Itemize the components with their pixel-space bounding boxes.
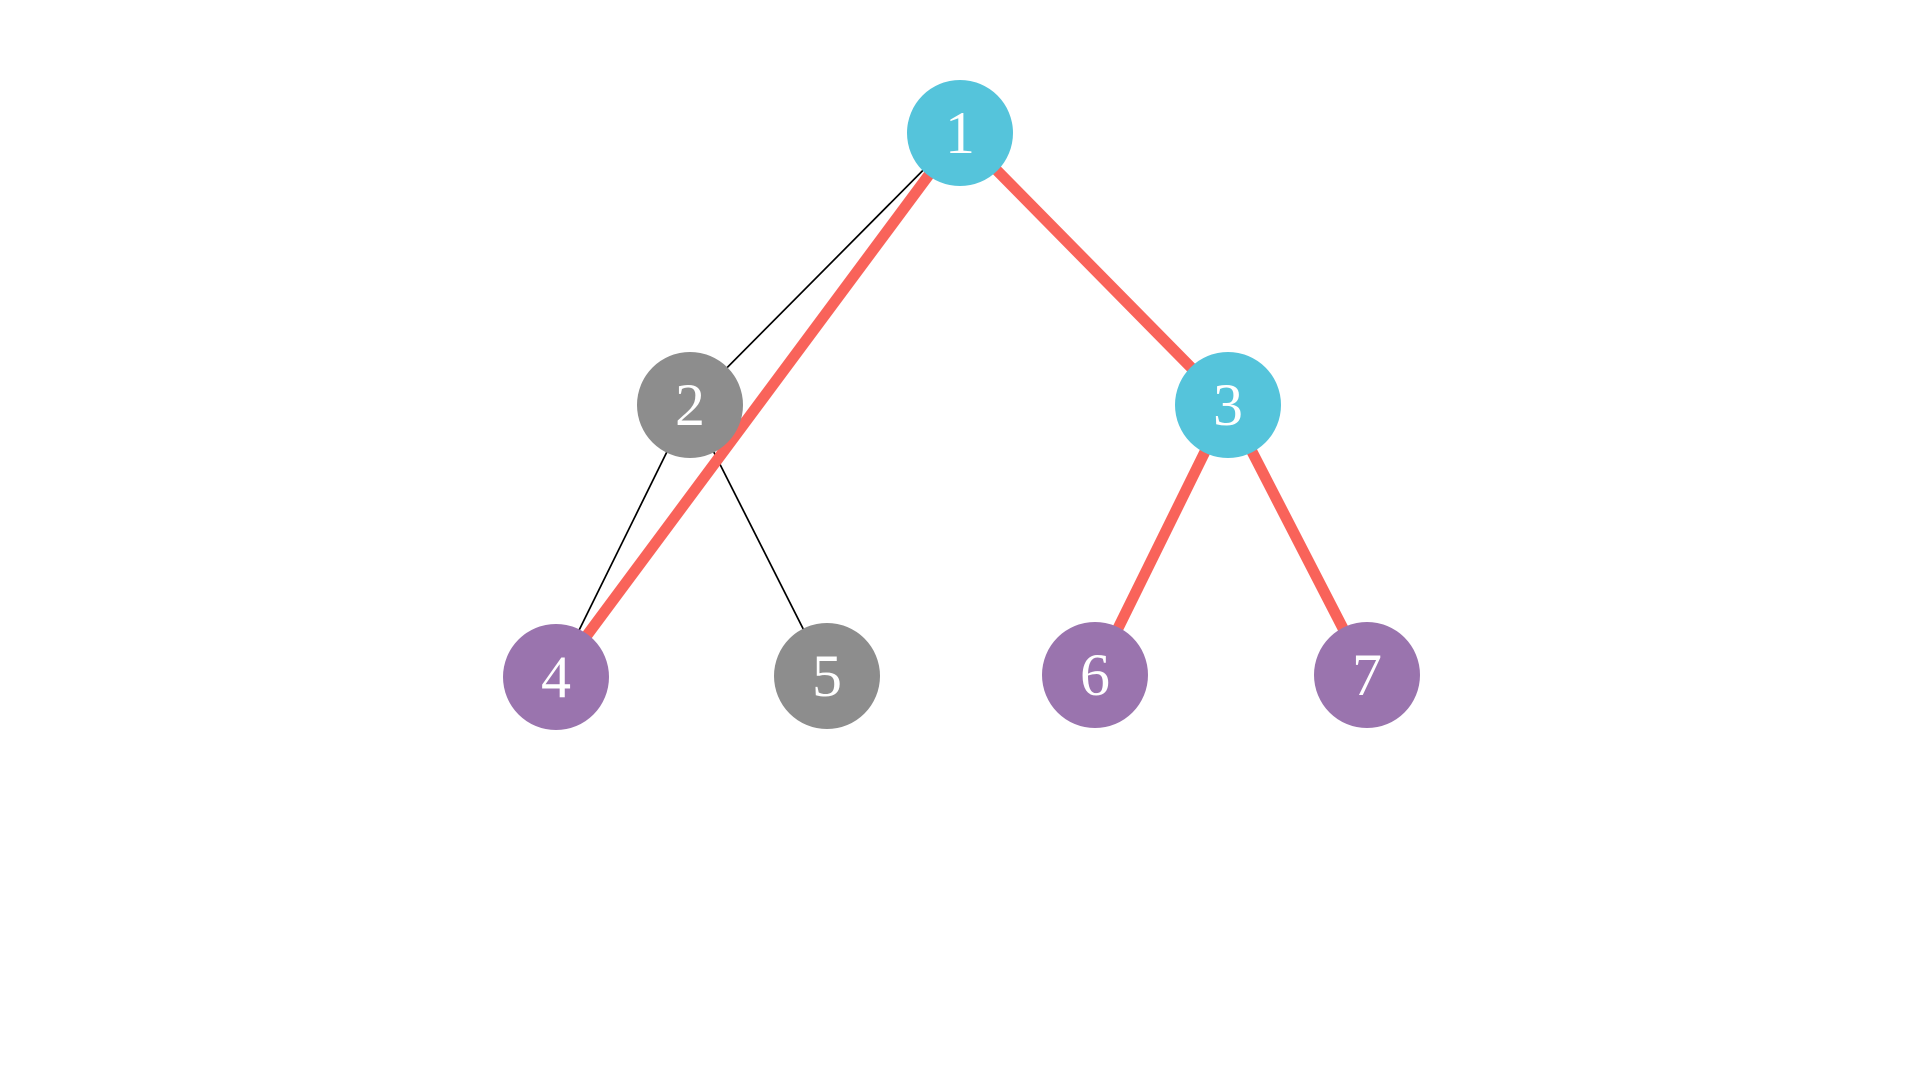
node-label-3: 3 [1213,372,1243,438]
node-circle-3 [1175,352,1281,458]
tree-node-3: 3 [1175,352,1281,458]
nodes-layer: 1 2 3 4 5 6 7 [503,80,1420,730]
tree-node-5: 5 [774,623,880,729]
tree-node-2: 2 [637,352,743,458]
node-circle-7 [1314,622,1420,728]
node-circle-5 [774,623,880,729]
node-label-6: 6 [1080,642,1110,708]
tree-node-4: 4 [503,624,609,730]
node-circle-4 [503,624,609,730]
highlighted-edge-1-3 [956,129,1232,409]
tree-node-1: 1 [907,80,1013,186]
node-label-4: 4 [541,644,571,710]
tree-edge-1-2 [689,132,961,406]
node-label-5: 5 [812,643,842,709]
tree-node-7: 7 [1314,622,1420,728]
highlighted-edge-1-4 [551,129,965,681]
node-circle-2 [637,352,743,458]
node-label-7: 7 [1352,642,1382,708]
node-circle-6 [1042,622,1148,728]
node-label-2: 2 [675,372,705,438]
tree-node-6: 6 [1042,622,1148,728]
node-label-1: 1 [945,100,975,166]
node-circle-1 [907,80,1013,186]
